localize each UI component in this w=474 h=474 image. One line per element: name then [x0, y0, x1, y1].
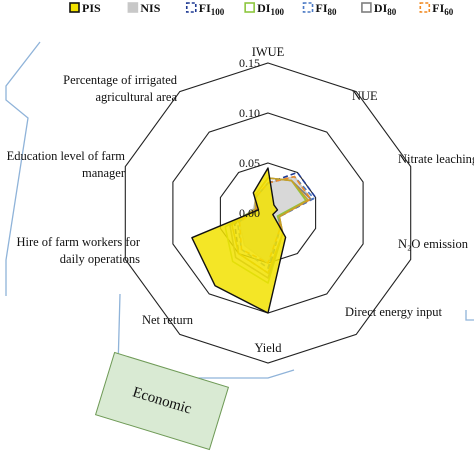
legend-swatch — [244, 2, 255, 13]
legend-label: NIS — [140, 1, 160, 15]
series-layer — [191, 167, 317, 314]
legend-label: DI80 — [374, 1, 397, 17]
legend-swatch — [302, 2, 314, 13]
grid-ring-3 — [124, 62, 412, 364]
tick-label: 0.00 — [239, 206, 260, 220]
legend-swatch — [361, 2, 372, 13]
tick-label: 0.15 — [239, 56, 260, 70]
legend-label: FI100 — [199, 1, 225, 17]
tick-label: 0.05 — [239, 156, 260, 170]
axis-label: N₂O emission — [398, 237, 469, 251]
left-bracket — [5, 41, 41, 296]
axis-label: NUE — [352, 89, 378, 103]
series-pis — [191, 167, 287, 314]
tick-labels: 0.00 0.05 0.10 0.15 — [239, 56, 260, 220]
axis-label: Nitrate leaching — [398, 152, 474, 166]
axis-label: Direct energy input — [345, 305, 442, 319]
legend-label: FI60 — [432, 1, 454, 17]
legend-label: FI80 — [316, 1, 338, 17]
legend-label: DI100 — [257, 1, 284, 17]
economic-category-label: Economic — [130, 383, 194, 418]
legend-swatch — [69, 2, 80, 13]
right-bracket — [465, 310, 474, 321]
tick-label: 0.10 — [239, 106, 260, 120]
legend: PISNISFI100DI100FI80DI80FI60DI60 — [69, 1, 454, 17]
axis-label: IWUE — [252, 45, 285, 59]
legend-swatch — [185, 2, 197, 13]
axis-label: Yield — [254, 341, 282, 355]
legend-label: PIS — [82, 1, 101, 15]
axis-label: Net return — [142, 313, 194, 327]
legend-swatch — [127, 2, 139, 13]
legend-swatch — [419, 2, 431, 13]
